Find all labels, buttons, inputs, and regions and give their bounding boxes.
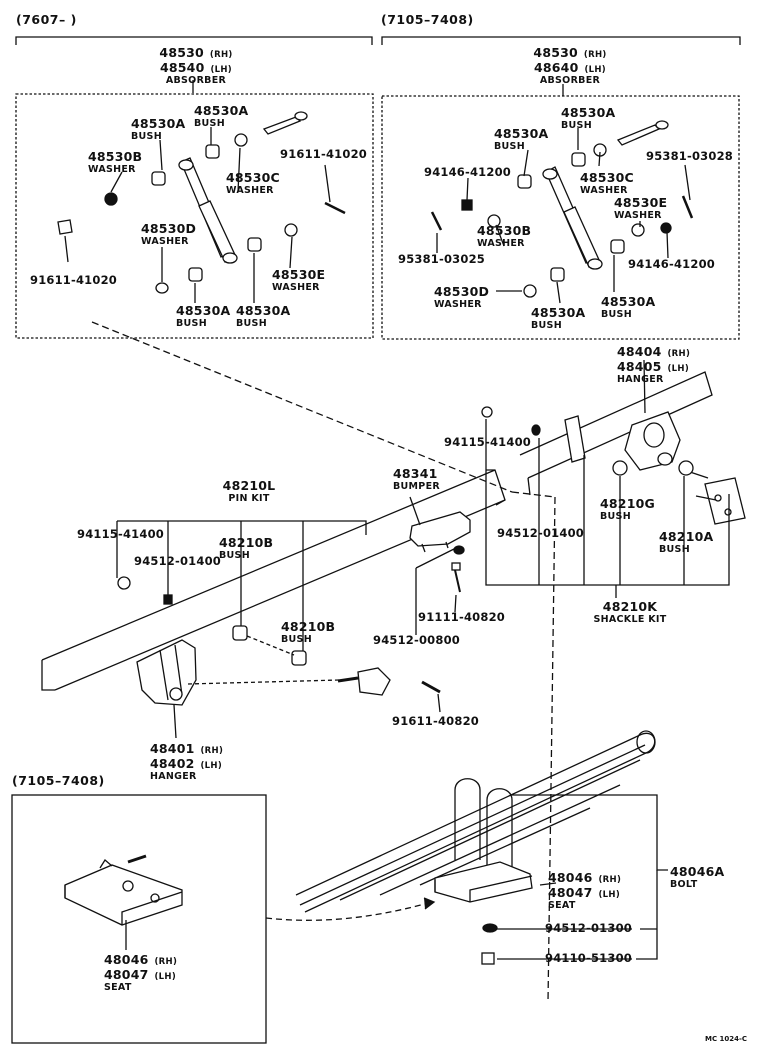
label-48210g: 48210G BUSH xyxy=(600,496,655,522)
leaf-spring xyxy=(295,730,656,913)
absorber-left-side-rh: (RH) xyxy=(209,50,233,60)
absorber-right-94146-top: 94146-41200 xyxy=(424,165,511,179)
seat-label: 48046(RH) 48047(LH) SEAT xyxy=(548,870,622,911)
label-91111: 91111-40820 xyxy=(418,610,505,624)
label-48341-bumper: 48341 BUMPER xyxy=(393,466,440,492)
label-48210a: 48210A BUSH xyxy=(659,529,714,555)
absorber-left-91611-top: 91611-41020 xyxy=(280,147,367,161)
absorber-right-label: 48530 (RH) 48640 (LH) ABSORBER xyxy=(533,45,606,86)
absorber-right-48530a-bot2: 48530A BUSH xyxy=(601,294,656,320)
rear-hanger xyxy=(624,411,681,471)
inset-seat-drawing xyxy=(64,854,183,926)
label-48210k-shacklekit: 48210K SHACKLE KIT xyxy=(593,599,667,625)
absorber-right-pn-lh: 48640 xyxy=(533,60,579,75)
absorber-right-95381-left: 95381-03025 xyxy=(398,252,485,266)
bumper xyxy=(409,511,471,553)
label-94110-51300: 94110-51300 xyxy=(545,951,632,965)
inset-box xyxy=(11,794,267,1044)
absorber-left-91611-left: 91611-41020 xyxy=(30,273,117,287)
absorber-left-48530c: 48530C WASHER xyxy=(226,170,280,196)
spring-pin xyxy=(337,667,391,696)
left-range-bracket xyxy=(15,36,373,45)
absorber-left-label: 48530 (RH) 48540 (LH) ABSORBER xyxy=(159,45,232,86)
absorber-left-48530d: 48530D WASHER xyxy=(141,221,197,247)
shackle xyxy=(689,471,746,525)
front-hanger xyxy=(136,639,197,706)
absorber-right-48530c: 48530C WASHER xyxy=(580,170,634,196)
absorber-left-pn-rh: 48530 xyxy=(159,45,204,60)
absorber-right-shock xyxy=(542,166,603,270)
absorber-right-side-lh: (LH) xyxy=(584,65,606,75)
label-94512-01300: 94512-01300 xyxy=(545,921,632,935)
rear-hanger-label: 48404(RH) 48405(LH) HANGER xyxy=(617,344,691,385)
u-bolts xyxy=(454,778,513,870)
absorber-right-95381-top: 95381-03028 xyxy=(646,149,733,163)
label-94115-right: 94115-41400 xyxy=(444,435,531,449)
absorber-left-desc: ABSORBER xyxy=(165,75,227,86)
inset-seat-label: 48046(RH) 48047(LH) SEAT xyxy=(104,952,178,993)
label-94512-right: 94512-01400 xyxy=(497,526,584,540)
absorber-right-48530d: 48530D WASHER xyxy=(434,284,490,310)
absorber-right-94146-bot: 94146-41200 xyxy=(628,257,715,271)
label-48210b-1: 48210B BUSH xyxy=(219,535,274,561)
label-94115-left: 94115-41400 xyxy=(77,527,164,541)
right-range-header: (7105–7408) xyxy=(381,12,474,27)
absorber-left-48530a-top: 48530A BUSH xyxy=(194,103,249,129)
absorber-left-48530a-left: 48530A BUSH xyxy=(131,116,186,142)
absorber-right-48530e: 48530E WASHER xyxy=(614,195,668,221)
label-94512-left: 94512-01400 xyxy=(134,554,221,568)
absorber-left-shock xyxy=(178,157,238,264)
label-48210b-2: 48210B BUSH xyxy=(281,619,336,645)
absorber-right-stud xyxy=(616,120,669,146)
absorber-right-side-rh: (RH) xyxy=(583,50,607,60)
label-94512-00800: 94512-00800 xyxy=(373,633,460,647)
absorber-left-48530e: 48530E WASHER xyxy=(272,267,326,293)
absorber-left-pn-lh: 48540 xyxy=(159,60,205,75)
front-hanger-label: 48401(RH) 48402(LH) HANGER xyxy=(150,741,224,782)
right-range-bracket xyxy=(381,36,741,45)
absorber-left-48530a-bot2: 48530A BUSH xyxy=(236,303,291,329)
spring-seat xyxy=(434,861,533,903)
absorber-left-box xyxy=(15,93,374,339)
absorber-left-side-lh: (LH) xyxy=(210,65,232,75)
left-range-header: (7607– ) xyxy=(16,12,77,27)
label-48210l-pinkit: 48210L PIN KIT xyxy=(222,478,276,504)
absorber-right-48530a-top: 48530A BUSH xyxy=(561,105,616,131)
absorber-right-48530a-left: 48530A BUSH xyxy=(494,126,549,152)
absorber-right-48530a-bot1: 48530A BUSH xyxy=(531,305,586,331)
absorber-right-pn-rh: 48530 xyxy=(533,45,578,60)
inset-range-header: (7105–7408) xyxy=(12,773,105,788)
absorber-left-48530b: 48530B WASHER xyxy=(88,149,143,175)
bolt-label: 48046A BOLT xyxy=(670,864,725,890)
absorber-right-box xyxy=(381,95,740,340)
footer-code: MC 1024-C xyxy=(705,1035,748,1043)
absorber-right-desc: ABSORBER xyxy=(539,75,601,86)
absorber-right-48530b: 48530B WASHER xyxy=(477,223,532,249)
absorber-left-stud xyxy=(262,111,308,135)
label-91611-40820: 91611-40820 xyxy=(392,714,479,728)
absorber-left-48530a-bot1: 48530A BUSH xyxy=(176,303,231,329)
